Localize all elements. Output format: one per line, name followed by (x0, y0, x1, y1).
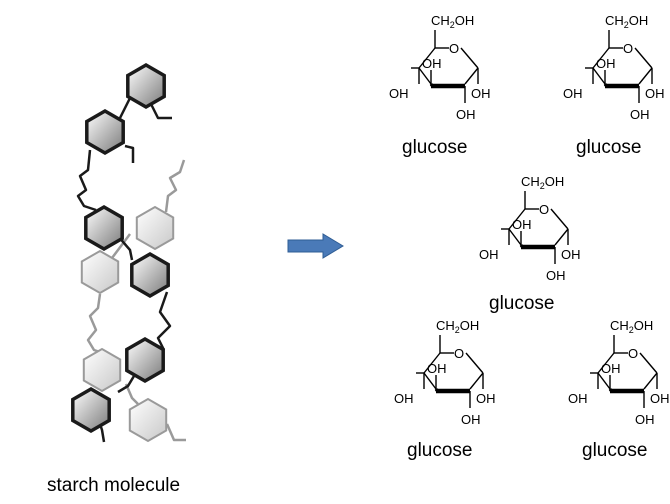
glucose-ring (411, 30, 479, 103)
methyl-stub (165, 423, 186, 442)
glucose-unit-ring (80, 249, 120, 295)
ch2oh-label: CH2OH (431, 13, 474, 30)
starch-molecule-drawing (71, 62, 186, 443)
glycosidic-bond (111, 233, 131, 259)
glucose-structure-5: CH2OH O OH OH OH OH (568, 318, 670, 427)
glucose-structure-1: CH2OH O OH OH OH OH (389, 13, 491, 122)
glucose-label-3: glucose (489, 293, 555, 314)
glucose-structure-4: CH2OH O OH OH OH OH (394, 318, 496, 427)
glucose-structure-2: CH2OH O OH OH OH OH (563, 13, 665, 122)
oh-label: OH (389, 86, 409, 101)
oh-label: OH (461, 412, 481, 427)
methyl-stub (148, 101, 172, 120)
glycosidic-bond (124, 383, 139, 405)
oh-label: OH (512, 217, 532, 232)
ch2oh-label: CH2OH (521, 174, 564, 191)
glucose-label-5: glucose (582, 440, 648, 461)
oh-label: OH (476, 391, 496, 406)
glycosidic-bond (164, 159, 186, 213)
ring-oxygen-label: O (623, 41, 633, 56)
ch2oh-label: CH2OH (605, 13, 648, 30)
glycosidic-bond (156, 291, 172, 351)
methyl-stub (124, 144, 135, 163)
glycosidic-bond (86, 293, 102, 354)
oh-label: OH (471, 86, 491, 101)
oh-label: OH (546, 268, 566, 283)
oh-label: OH (601, 361, 621, 376)
glucose-label-2: glucose (576, 137, 642, 158)
glycosidic-bond (117, 375, 136, 394)
glucose-unit-ring (128, 397, 168, 443)
right-arrow-icon (287, 233, 344, 259)
oh-label: OH (394, 391, 414, 406)
glycosidic-bond (118, 97, 132, 119)
starch-molecule-label: starch molecule (47, 475, 181, 496)
ch2oh-label: CH2OH (610, 318, 653, 335)
glucose-unit-ring (85, 108, 125, 156)
glucose-structure-3: CH2OH O OH OH OH OH (479, 174, 581, 283)
ring-oxygen-label: O (628, 346, 638, 361)
glucose-ring (501, 191, 569, 264)
glucose-unit-ring (130, 251, 170, 299)
glycosidic-bond (117, 235, 134, 261)
glucose-unit-ring (82, 347, 122, 393)
oh-label: OH (635, 412, 655, 427)
oh-label: OH (561, 247, 581, 262)
oh-label: OH (568, 391, 588, 406)
ring-oxygen-label: O (449, 41, 459, 56)
oh-label: OH (596, 56, 616, 71)
glucose-unit-ring (126, 62, 166, 110)
glycosidic-bond (76, 149, 97, 212)
oh-label: OH (427, 361, 447, 376)
glucose-label-4: glucose (407, 440, 473, 461)
ring-oxygen-label: O (539, 202, 549, 217)
ring-oxygen-label: O (454, 346, 464, 361)
ch2oh-label: CH2OH (436, 318, 479, 335)
oh-label: OH (650, 391, 670, 406)
glucose-unit-ring (125, 336, 165, 384)
oh-label: OH (645, 86, 665, 101)
oh-label: OH (563, 86, 583, 101)
glucose-ring (590, 335, 658, 408)
glucose-unit-ring (71, 386, 111, 434)
oh-label: OH (479, 247, 499, 262)
oh-label: OH (630, 107, 650, 122)
glucose-ring (585, 30, 653, 103)
glucose-label-1: glucose (402, 137, 468, 158)
glucose-unit-ring (135, 205, 175, 251)
glucose-unit-ring (84, 204, 124, 252)
oh-label: OH (456, 107, 476, 122)
glucose-ring (416, 335, 484, 408)
oh-label: OH (422, 56, 442, 71)
